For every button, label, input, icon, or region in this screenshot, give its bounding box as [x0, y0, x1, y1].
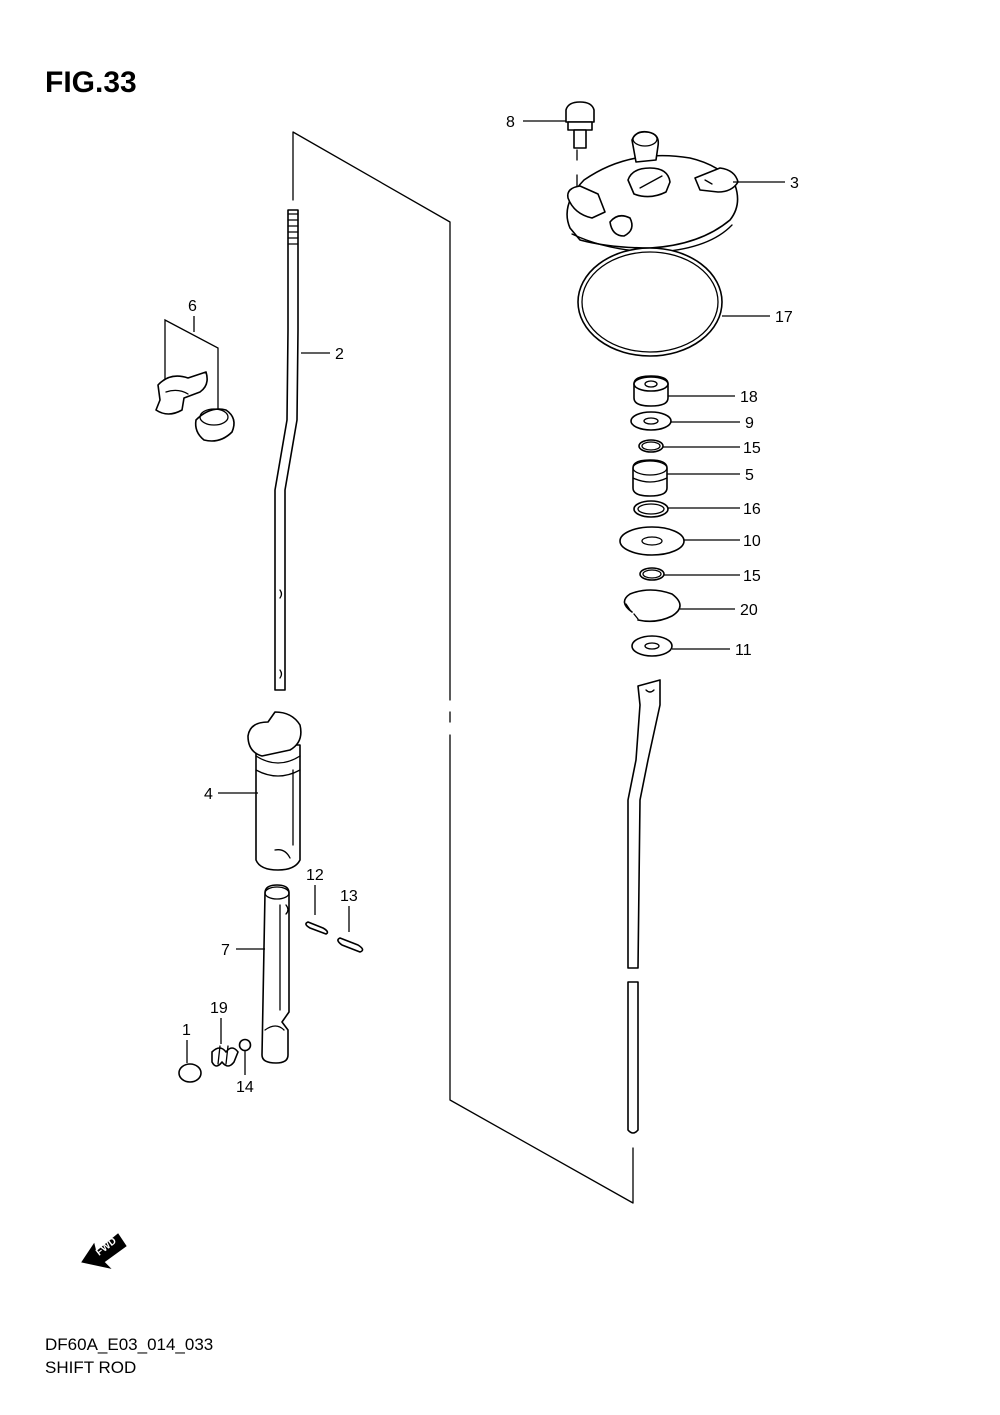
callout-10: 10	[743, 533, 761, 550]
callout-9: 9	[745, 415, 754, 432]
part-shift-rod-upper	[274, 209, 299, 691]
callouts: 2 6 8 3 17 18 9 15 5 16 10 15 20 11 4 7 …	[182, 114, 799, 1096]
part-spring-19	[211, 1045, 239, 1067]
callout-2: 2	[335, 346, 344, 363]
figure-title: FIG.33	[45, 66, 137, 99]
figure-code: DF60A_E03_014_033	[45, 1335, 213, 1354]
part-o-ring-15-upper	[638, 439, 664, 453]
part-shaft-7	[261, 884, 290, 1064]
part-washer-11	[631, 635, 673, 657]
part-bolt-8	[565, 101, 595, 187]
part-ball-14	[238, 1038, 252, 1052]
part-pin-13	[337, 937, 364, 953]
leader-lines	[186, 120, 785, 1075]
part-washer-9	[630, 411, 672, 431]
callout-14: 14	[236, 1079, 254, 1096]
part-o-ring-16	[633, 500, 669, 518]
callout-20: 20	[740, 602, 758, 619]
callout-6: 6	[188, 298, 197, 315]
fwd-badge: FWD	[81, 1233, 127, 1269]
callout-15-upper: 15	[743, 440, 761, 457]
callout-19: 19	[210, 1000, 228, 1017]
callout-4: 4	[204, 786, 213, 803]
callout-17: 17	[775, 309, 793, 326]
callout-12: 12	[306, 867, 324, 884]
part-bushing-18	[633, 375, 669, 407]
callout-3: 3	[790, 175, 799, 192]
assembly-outline	[292, 131, 451, 701]
part-snap-ring-20	[623, 589, 681, 623]
part-o-ring-17	[577, 247, 723, 357]
part-o-ring-15-lower	[639, 567, 665, 581]
callout-13: 13	[340, 888, 358, 905]
callout-5: 5	[745, 467, 754, 484]
assembly-outline-lower	[449, 734, 634, 1204]
part-plug-1	[178, 1063, 202, 1083]
callout-11: 11	[735, 642, 752, 659]
callout-8: 8	[506, 114, 515, 131]
part-shift-rod-lower	[627, 679, 661, 1134]
part-seal-5	[632, 459, 668, 497]
callout-18: 18	[740, 389, 758, 406]
part-housing-3	[566, 130, 739, 253]
part-pin-12	[305, 921, 329, 935]
callout-16: 16	[743, 501, 761, 518]
figure-name: SHIFT ROD	[45, 1358, 136, 1377]
callout-1: 1	[182, 1022, 191, 1039]
forward-arrow-icon	[81, 1233, 127, 1269]
callout-7: 7	[221, 942, 230, 959]
part-connector-4	[247, 711, 302, 871]
part-plate-10	[619, 526, 685, 556]
callout-15-lower: 15	[743, 568, 761, 585]
part-clip-6	[155, 318, 235, 442]
